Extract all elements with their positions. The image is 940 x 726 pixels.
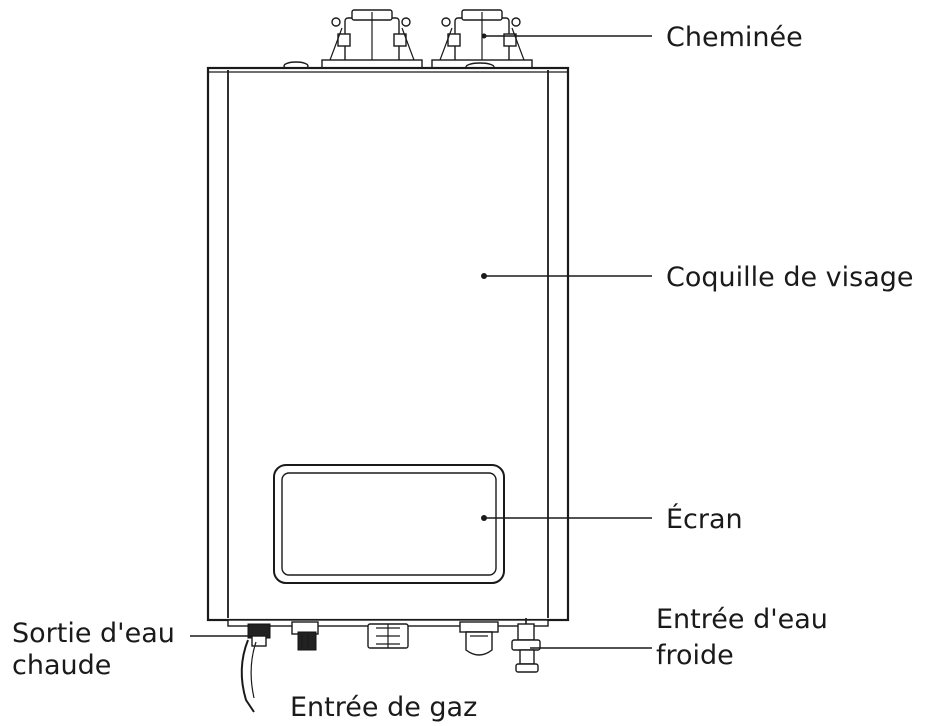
inlet-valve-fitting: [459, 621, 499, 656]
display-window-inner: [281, 472, 497, 576]
gas-inlet-fitting: [367, 623, 409, 649]
right-flue-connector: [431, 9, 533, 69]
label-chimney: Cheminée: [666, 22, 803, 53]
hot-water-outlet-fitting: [240, 623, 271, 713]
drain-fitting: [291, 621, 319, 651]
label-cold-water-inlet-line1: Entrée d'eau: [656, 604, 828, 635]
label-hot-water-outlet-line2: chaude: [12, 650, 111, 681]
label-gas-inlet: Entrée de gaz: [290, 692, 477, 723]
label-face-shell: Coquille de visage: [666, 262, 914, 293]
label-hot-water-outlet-line1: Sortie d'eau: [12, 618, 175, 649]
cabinet: [206, 66, 570, 627]
bottom-connections: [240, 618, 541, 713]
label-screen: Écran: [666, 503, 743, 535]
label-cold-water-inlet-line2: froide: [656, 640, 734, 671]
callout-lines: [190, 33, 652, 649]
chimney-connectors: [283, 9, 533, 72]
cold-water-inlet-fitting: [511, 618, 541, 673]
left-flue-connector: [321, 9, 423, 69]
